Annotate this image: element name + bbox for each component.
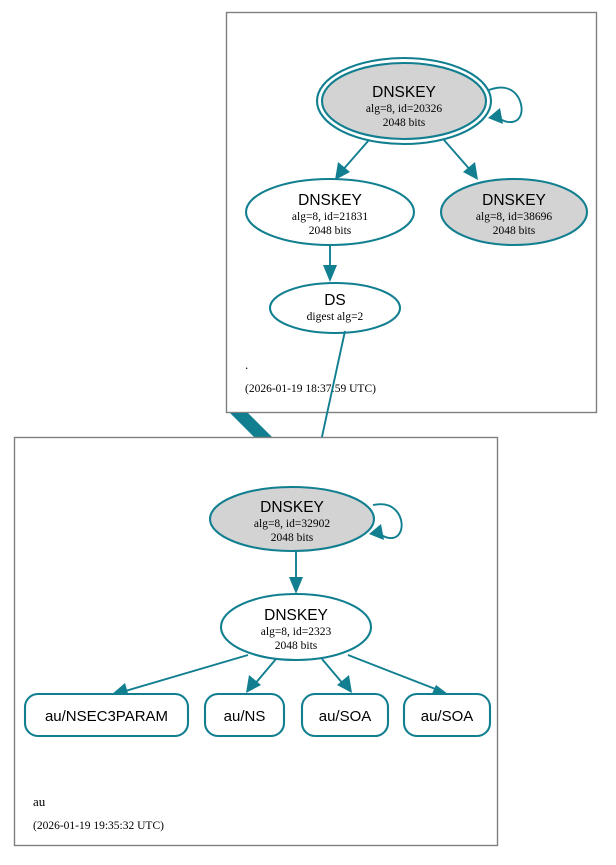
edge-zsk21831-to-ds	[323, 245, 337, 282]
node-line3: 2048 bits	[383, 117, 426, 129]
node-title: DNSKEY	[298, 192, 362, 209]
node-line2: alg=8, id=20326	[366, 103, 442, 115]
node-line2: alg=8, id=38696	[476, 211, 552, 223]
edge-zsk2323-to-ns	[246, 658, 277, 693]
zone-timestamp-au: (2026-01-19 19:35:32 UTC)	[33, 820, 164, 832]
node-zsk-38696[interactable]: DNSKEY alg=8, id=38696 2048 bits	[439, 177, 589, 247]
node-title: DNSKEY	[372, 84, 436, 101]
node-line2: alg=8, id=2323	[261, 626, 332, 638]
zone-label-au: au	[33, 794, 46, 809]
node-line2: alg=8, id=21831	[292, 211, 368, 223]
self-sign-loop-ksk-32902	[369, 503, 403, 540]
edge-ksk32902-to-zsk2323	[289, 551, 303, 594]
node-ksk-20326[interactable]: DNSKEY alg=8, id=20326 2048 bits	[315, 56, 493, 146]
edge-ksk20326-to-zsk21831	[335, 139, 370, 180]
rrset-label: au/NSEC3PARAM	[45, 708, 168, 725]
edge-ksk20326-to-zsk38696	[443, 139, 478, 180]
rrset-au-soa-1[interactable]: au/SOA	[300, 692, 390, 738]
node-title: DS	[324, 292, 346, 309]
edge-zsk2323-to-soa-1	[321, 658, 352, 693]
node-title: DNSKEY	[482, 192, 546, 209]
node-line3: 2048 bits	[309, 225, 352, 237]
node-line3: 2048 bits	[271, 532, 314, 544]
node-zsk-2323[interactable]: DNSKEY alg=8, id=2323 2048 bits	[219, 592, 373, 662]
rrset-label: au/SOA	[319, 708, 372, 725]
zone-timestamp-root: (2026-01-19 18:37:59 UTC)	[245, 383, 376, 395]
zone-label-root: .	[245, 357, 248, 372]
rrset-label: au/SOA	[421, 708, 474, 725]
node-line3: 2048 bits	[493, 225, 536, 237]
rrset-au-soa-2[interactable]: au/SOA	[402, 692, 492, 738]
rrset-label: au/NS	[224, 708, 266, 725]
rrset-au-nsec3param[interactable]: au/NSEC3PARAM	[23, 692, 190, 738]
node-line2: digest alg=2	[307, 311, 364, 323]
node-title: DNSKEY	[264, 607, 328, 624]
node-title: DNSKEY	[260, 499, 324, 516]
node-line3: 2048 bits	[275, 640, 318, 652]
node-ds-au[interactable]: DS digest alg=2	[268, 281, 402, 335]
node-zsk-21831[interactable]: DNSKEY alg=8, id=21831 2048 bits	[244, 177, 416, 247]
rrset-au-ns[interactable]: au/NS	[203, 692, 286, 738]
node-ksk-32902[interactable]: DNSKEY alg=8, id=32902 2048 bits	[208, 485, 376, 553]
self-sign-loop-ksk-20326	[488, 86, 523, 124]
node-line2: alg=8, id=32902	[254, 518, 330, 530]
